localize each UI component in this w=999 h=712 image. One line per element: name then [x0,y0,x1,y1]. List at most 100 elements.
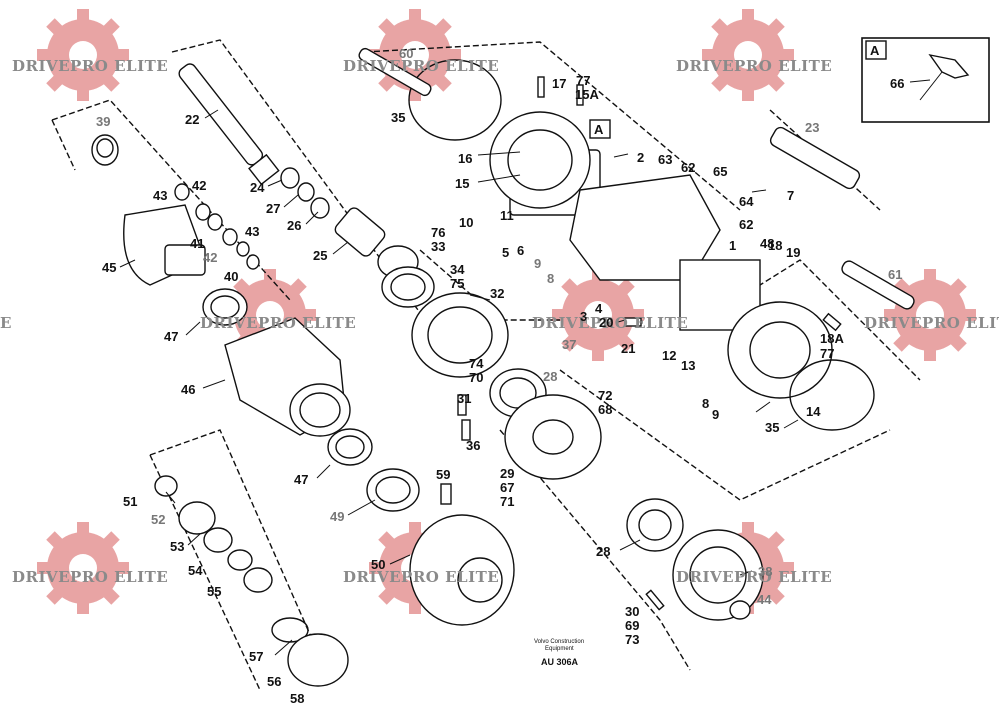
part-callout: 72 [598,388,612,403]
part-callout: 41 [190,236,204,251]
part-callout: 5 [502,245,509,260]
part-callout: 1 [729,238,736,253]
part-callout: 6 [517,243,524,258]
part-callout: 77 [820,346,834,361]
part-callout: 32 [490,286,504,301]
watermark-text: DRIVEPRO ELITE [864,314,999,332]
part-callout: 27 [266,201,280,216]
yoke-45 [123,204,206,286]
watermark-text: DRIVEPRO ELITE [676,568,832,586]
part-callouts: 60 35 17 77 15A 22 39 43 42 41 42 43 40 … [96,46,902,706]
part-callout: 12 [662,348,676,363]
part-callout: 23 [805,120,819,135]
washers-42-43 [174,183,260,270]
part-callout: 39 [96,114,110,129]
watermark-text: DRIVEPRO ELITE [12,568,168,586]
part-callout: 28 [596,544,610,559]
nut-stack-51-55 [154,475,273,593]
part-callout: 33 [431,239,445,254]
dashed-group-outlines [51,39,921,691]
part-callout: 10 [459,215,473,230]
part-callout: 35 [391,110,405,125]
axle-housing-1 [489,111,833,399]
watermark-text: DRIVEPRO ELITE [532,314,688,332]
part-callout: 29 [500,466,514,481]
drive-shaft-22 [178,63,280,186]
part-callout: 57 [249,649,263,664]
part-callout: 9 [712,407,719,422]
part-callout: 54 [188,563,203,578]
brake-drum-32 [411,292,509,378]
part-callout: 62 [739,217,753,232]
part-callout: 59 [436,467,450,482]
part-callout: 2 [637,150,644,165]
part-callout: 22 [185,112,199,127]
part-callout: 74 [469,356,484,371]
part-callout: 68 [598,402,612,417]
part-callout: 13 [681,358,695,373]
bolt-30 [645,589,665,611]
part-callout: 20 [599,315,613,330]
detail-marker-label: A [594,122,604,137]
part-callout: 67 [500,480,514,495]
part-callout: 31 [457,391,471,406]
cap-56-57 [271,617,349,687]
breather-18A-right [822,312,842,332]
part-callout: 62 [681,160,695,175]
part-callout: 64 [739,194,754,209]
part-callout: 73 [625,632,639,647]
spring-36-31 [457,394,471,441]
part-callout: 25 [313,248,327,263]
part-callout: 35 [765,420,779,435]
bearing-28-lower [626,498,684,552]
watermark-gears [37,9,976,614]
part-callout: 3 [580,309,587,324]
part-callout: 70 [469,370,483,385]
part-callout: 61 [888,267,902,282]
part-callout: 45 [102,260,116,275]
part-callout: 42 [192,178,206,193]
watermark-text-partial: E [0,314,12,332]
part-callout: 52 [151,512,165,527]
friction-disc-29 [504,394,602,480]
part-callout: 42 [203,250,217,265]
part-callout: 7 [787,188,794,203]
part-callout: 36 [466,438,480,453]
watermark-texts: DRIVEPRO ELITE DRIVEPRO ELITE DRIVEPRO E… [0,57,999,586]
part-callout: 76 [431,225,445,240]
part-callout: 75 [450,276,464,291]
part-callout: 69 [625,618,639,633]
splined-gear-39 [91,134,119,166]
wheel-hub-50 [409,514,515,626]
o-ring-60-35 [408,59,502,141]
watermark-gear-icon [37,9,129,101]
part-callout: 55 [207,584,221,599]
part-callout: 49 [330,509,344,524]
sensor-20-21 [624,317,642,327]
inset-label: A [870,43,880,58]
part-callout: 43 [153,188,167,203]
watermark-text: DRIVEPRO ELITE [343,57,499,75]
part-callout: 28 [543,369,557,384]
publisher-line-2: Equipment [545,646,574,652]
bolt-59 [440,483,452,505]
part-callout: 14 [806,404,821,419]
part-callout: 4 [595,301,603,316]
hub-housing-46 [224,317,351,437]
breather-17-15A [537,76,584,106]
part-callout: 34 [450,262,465,277]
watermark-text: DRIVEPRO ELITE [676,57,832,75]
part-callout: 11 [500,208,514,223]
planet-carrier-38 [672,529,764,621]
part-callout: 58 [290,691,304,706]
watermark-gear-icon [702,9,794,101]
o-ring-35-right [789,359,875,431]
part-callout: 51 [123,494,137,509]
part-callout: 65 [713,164,727,179]
rings-33-34 [377,245,435,308]
part-callout: 15 [455,176,469,191]
part-callout: 56 [267,674,281,689]
plug-44 [729,600,751,620]
